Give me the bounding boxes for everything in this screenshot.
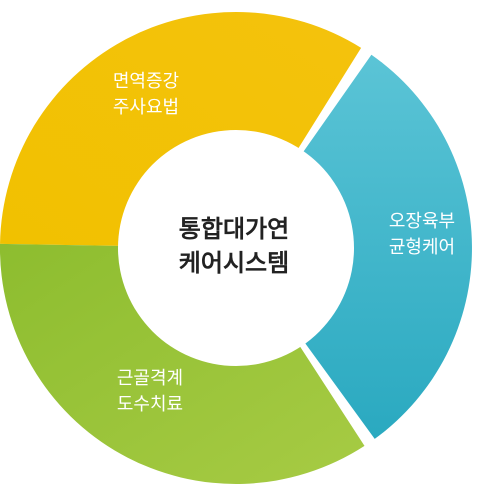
center-title-line: 통합대가연 (178, 215, 290, 243)
segment-label-line: 오장육부 (388, 211, 456, 232)
segment-immunity-injection (0, 11, 362, 247)
segment-label-musculoskeletal: 근골격계 도수치료 (80, 366, 220, 418)
center-disc (118, 130, 354, 366)
segment-label-line: 면역증강 (112, 71, 180, 92)
segment-label-line: 균형케어 (388, 237, 456, 258)
segment-musculoskeletal-therapy (0, 243, 365, 484)
segment-organ-balance (300, 54, 472, 439)
center-title: 통합대가연 케어시스템 (134, 212, 334, 280)
segment-label-line: 주사요법 (112, 97, 180, 118)
segment-label-line: 근골격계 (116, 368, 184, 389)
segment-label-organ: 오장육부 균형케어 (352, 209, 492, 261)
segment-label-line: 도수치료 (116, 394, 184, 415)
center-title-line: 케어시스템 (178, 249, 290, 277)
segment-label-immunity: 면역증강 주사요법 (76, 69, 216, 121)
